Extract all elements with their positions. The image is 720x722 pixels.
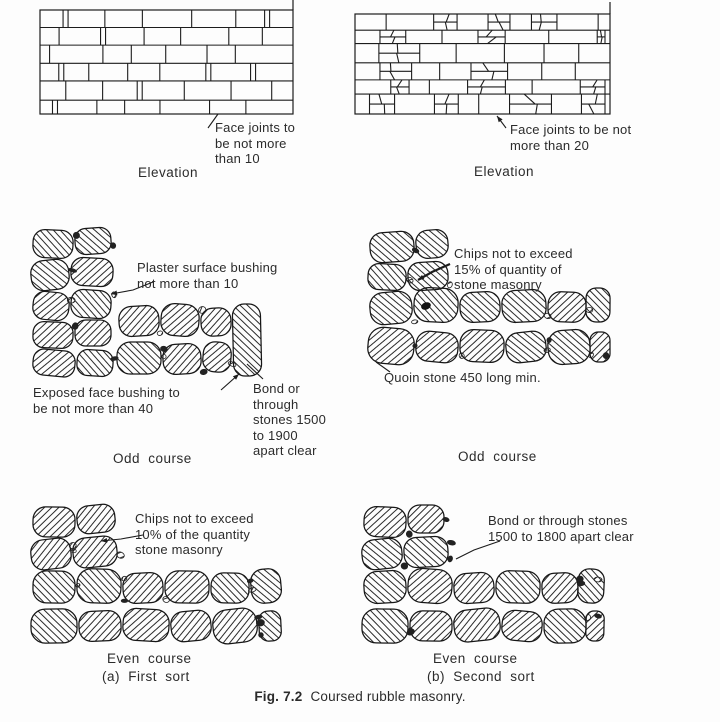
coursed-masonry-elevation-drawing-first [39,0,294,129]
rubble-odd-course-drawing-second [367,229,611,373]
rubble-even-course-drawing-second [361,504,605,644]
annotation-bond-stones-1800: Bond or through stones 1500 to 1800 apar… [488,513,634,544]
sort-label-first: (a) First sort [102,669,190,684]
panel-odd-course-first-sort: Plaster surface bushing not more than 10… [25,220,355,475]
panel-label-even-second: Even course [433,651,518,666]
annotation-chips-15: Chips not to exceed 15% of quantity of s… [454,246,573,292]
coursed-masonry-elevation-drawing-second [354,2,611,129]
figure-caption-text: Coursed rubble masonry. [310,689,466,704]
panel-label-even-first: Even course [107,651,192,666]
figure-caption: Fig. 7.2 Coursed rubble masonry. [0,689,720,704]
annotation-bond-stones: Bond or through stones 1500 to 1900 apar… [253,381,327,458]
figure-caption-number: Fig. 7.2 [254,689,303,704]
panel-label-elevation-first: Elevation [138,165,199,180]
panel-label-odd-second: Odd course [458,449,537,464]
panel-even-course-first-sort: Chips not to exceed 10% of the quantity … [25,495,355,695]
sort-label-second: (b) Second sort [427,669,535,684]
rubble-odd-course-drawing-first [30,226,264,391]
panel-odd-course-second-sort: Chips not to exceed 15% of quantity of s… [360,220,660,475]
annotation-face-joints-10: Face joints to be not more than 10 [215,120,296,166]
panel-label-elevation-second: Elevation [474,164,535,179]
panel-label-odd-first: Odd course [113,451,192,466]
annotation-quoin-stone: Quoin stone 450 long min. [384,370,541,385]
panel-elevation-first-sort: Face joints to be not more than 10 Eleva… [30,0,340,195]
annotation-chips-10: Chips not to exceed 10% of the quantity … [135,511,254,557]
annotation-plaster-bushing: Plaster surface bushing not more than 10 [137,260,278,291]
annotation-exposed-bushing: Exposed face bushing to be not more than… [33,385,180,416]
rubble-even-course-drawing-first [30,503,283,645]
annotation-face-joints-20: Face joints to be not more than 20 [510,122,632,153]
panel-elevation-second-sort: Face joints to be not more than 20 Eleva… [350,0,650,195]
panel-even-course-second-sort: Bond or through stones 1500 to 1800 apar… [350,495,710,695]
